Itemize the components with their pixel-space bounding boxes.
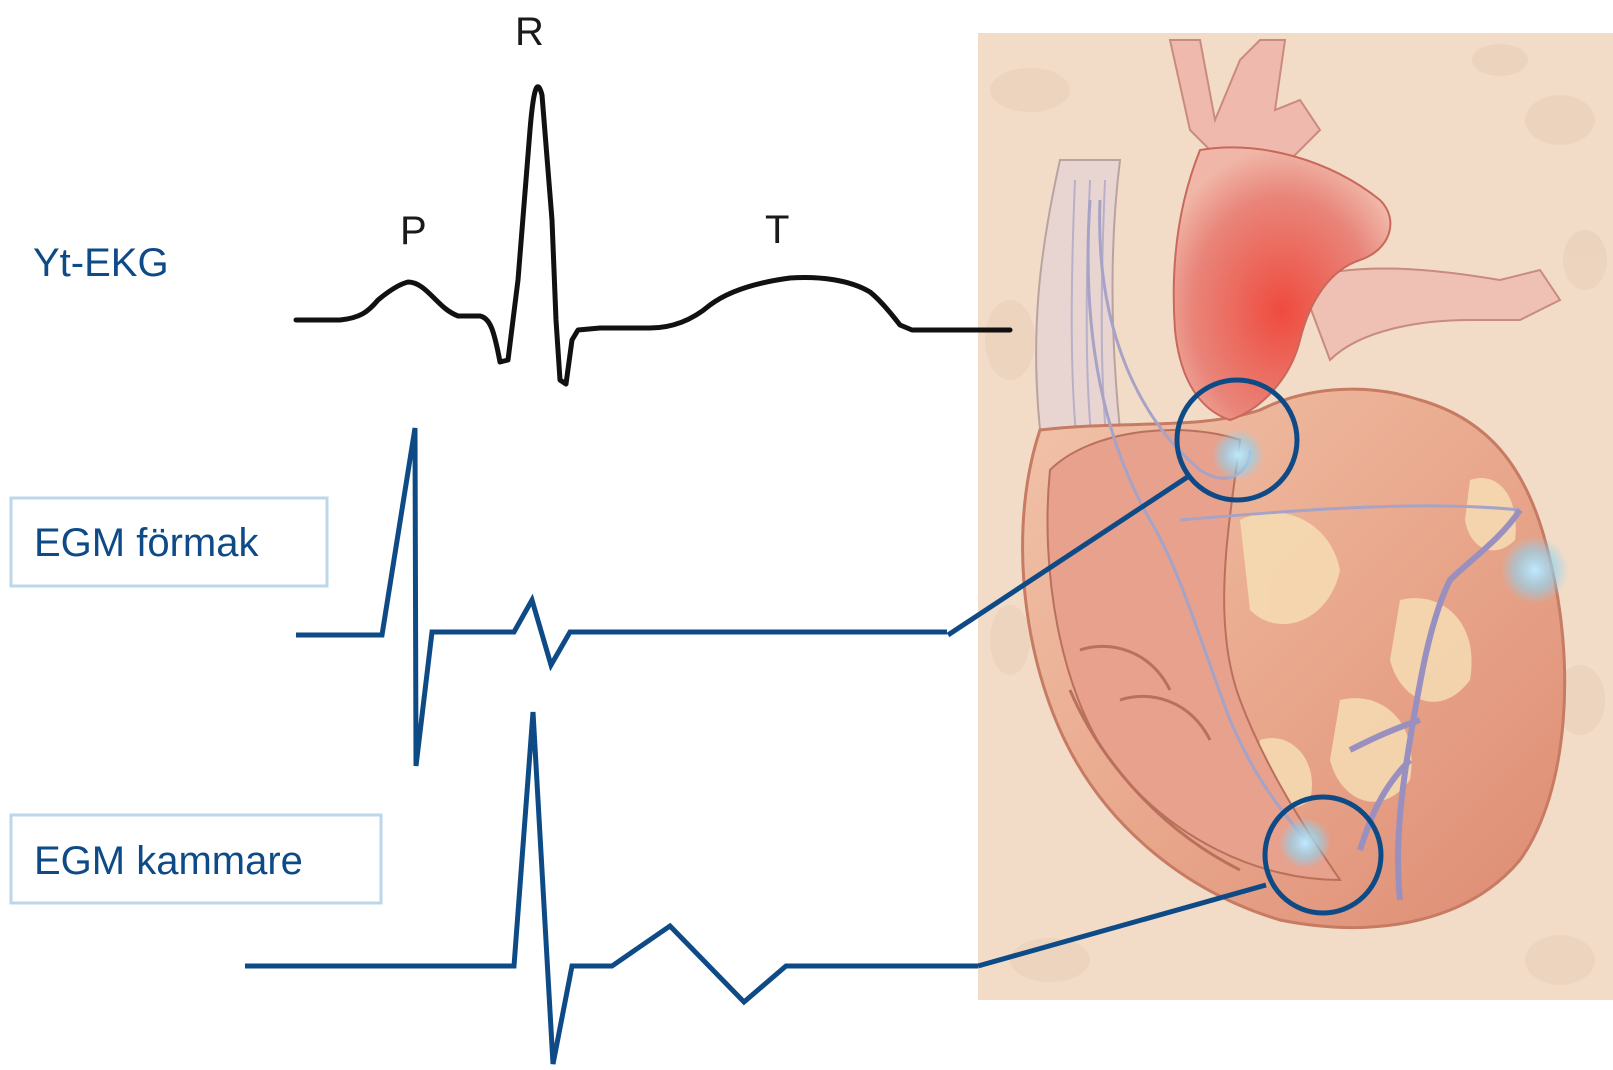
label-surface-ecg: Yt-EKG bbox=[33, 241, 169, 285]
label-egm-ventricle: EGM kammare bbox=[34, 839, 303, 883]
heart-illustration bbox=[978, 33, 1613, 1000]
label-egm-atrium: EGM förmak bbox=[34, 521, 259, 565]
atrial-egm-trace bbox=[296, 428, 947, 766]
ventricular-electrode-glow bbox=[1279, 817, 1331, 869]
wave-label-r: R bbox=[515, 10, 544, 54]
wave-label-p: P bbox=[400, 209, 427, 253]
coronary-electrode-glow bbox=[1501, 536, 1569, 604]
wave-label-t: T bbox=[765, 208, 789, 252]
atrial-electrode-glow bbox=[1212, 429, 1264, 481]
